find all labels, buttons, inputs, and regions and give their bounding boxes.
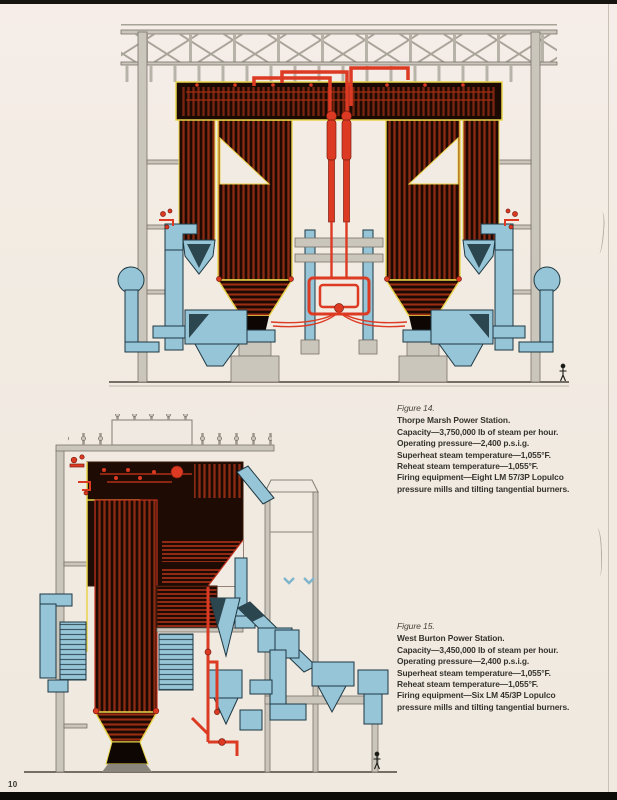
ash-hopper: [93, 711, 159, 743]
caption-line: Operating pressure—2,400 p.s.i.g.: [397, 438, 530, 449]
flue-gas-ductwork: [39, 465, 389, 731]
scan-crease: [593, 527, 604, 577]
caption-line: Firing equipment—Six LM 45/3P Lopulco: [397, 690, 556, 701]
caption-line: Superheat steam temperature—1,055°F.: [397, 667, 551, 678]
hopper-neck: [105, 741, 149, 765]
steam-drum: [326, 110, 337, 122]
caption-line: pressure mills and tilting tangential bu…: [397, 701, 570, 712]
superheater-bank: [162, 540, 240, 562]
tubular-air-heater: [158, 633, 194, 691]
valve-gear: [69, 454, 91, 496]
downcomer-fan-pipes: [270, 311, 408, 328]
thorpe-marsh-boiler-diagram: [109, 24, 569, 387]
figure-14-caption: Figure 14. Thorpe Marsh Power Station. C…: [397, 403, 569, 495]
caption-line: Firing equipment—Eight LM 57/3P Lopulco: [397, 472, 564, 483]
page-edge-line: [608, 4, 609, 792]
centre-steam-pipework: [252, 66, 410, 355]
figure-15-label: Figure 15.: [397, 621, 435, 631]
caption-line: Thorpe Marsh Power Station.: [397, 415, 511, 426]
roof-beam: [55, 444, 275, 452]
caption-line: Capacity—3,450,000 lb of steam per hour.: [397, 644, 559, 655]
steam-drum: [341, 110, 352, 122]
person-scale-figure: [373, 751, 381, 770]
boiler-section: [69, 454, 244, 772]
drum-and-pipework: [100, 465, 192, 483]
page-number: 10: [8, 780, 18, 789]
caption-line: Superheat steam temperature—1,055°F.: [397, 449, 551, 460]
reheat-manifold: [307, 276, 371, 316]
west-burton-boiler-diagram: [24, 414, 397, 773]
air-heater: [59, 621, 87, 681]
figure-14-label: Figure 14.: [397, 403, 435, 413]
caption-line: pressure mills and tilting tangential bu…: [397, 483, 570, 494]
caption-line: Reheat steam temperature—1,055°F.: [397, 679, 539, 690]
caption-line: Operating pressure—2,400 p.s.i.g.: [397, 656, 530, 667]
boiler-outlet-duct: [236, 465, 275, 505]
feed-pipe-runs: [190, 587, 239, 756]
boiler-enclosure: [175, 81, 503, 121]
person-scale-figure: [559, 363, 567, 382]
furnace-tube-wall: [94, 499, 158, 713]
penthouse: [111, 419, 193, 446]
caption-line: Capacity—3,750,000 lb of steam per hour.: [397, 426, 559, 437]
platform: [294, 237, 384, 248]
caption-line: West Burton Power Station.: [397, 633, 505, 644]
steel-truss: [120, 24, 558, 82]
scan-edge-bottom: [0, 792, 617, 800]
steel-column: [55, 449, 65, 773]
steam-drum: [170, 465, 184, 479]
precipitator-bay: [264, 479, 382, 773]
scan-crease: [595, 211, 606, 255]
figure-15-caption: Figure 15. West Burton Power Station. Ca…: [397, 621, 569, 713]
caption-line: Reheat steam temperature—1,055°F.: [397, 461, 539, 472]
scan-edge-top: [0, 0, 617, 4]
hopper-symbols: [283, 577, 315, 585]
